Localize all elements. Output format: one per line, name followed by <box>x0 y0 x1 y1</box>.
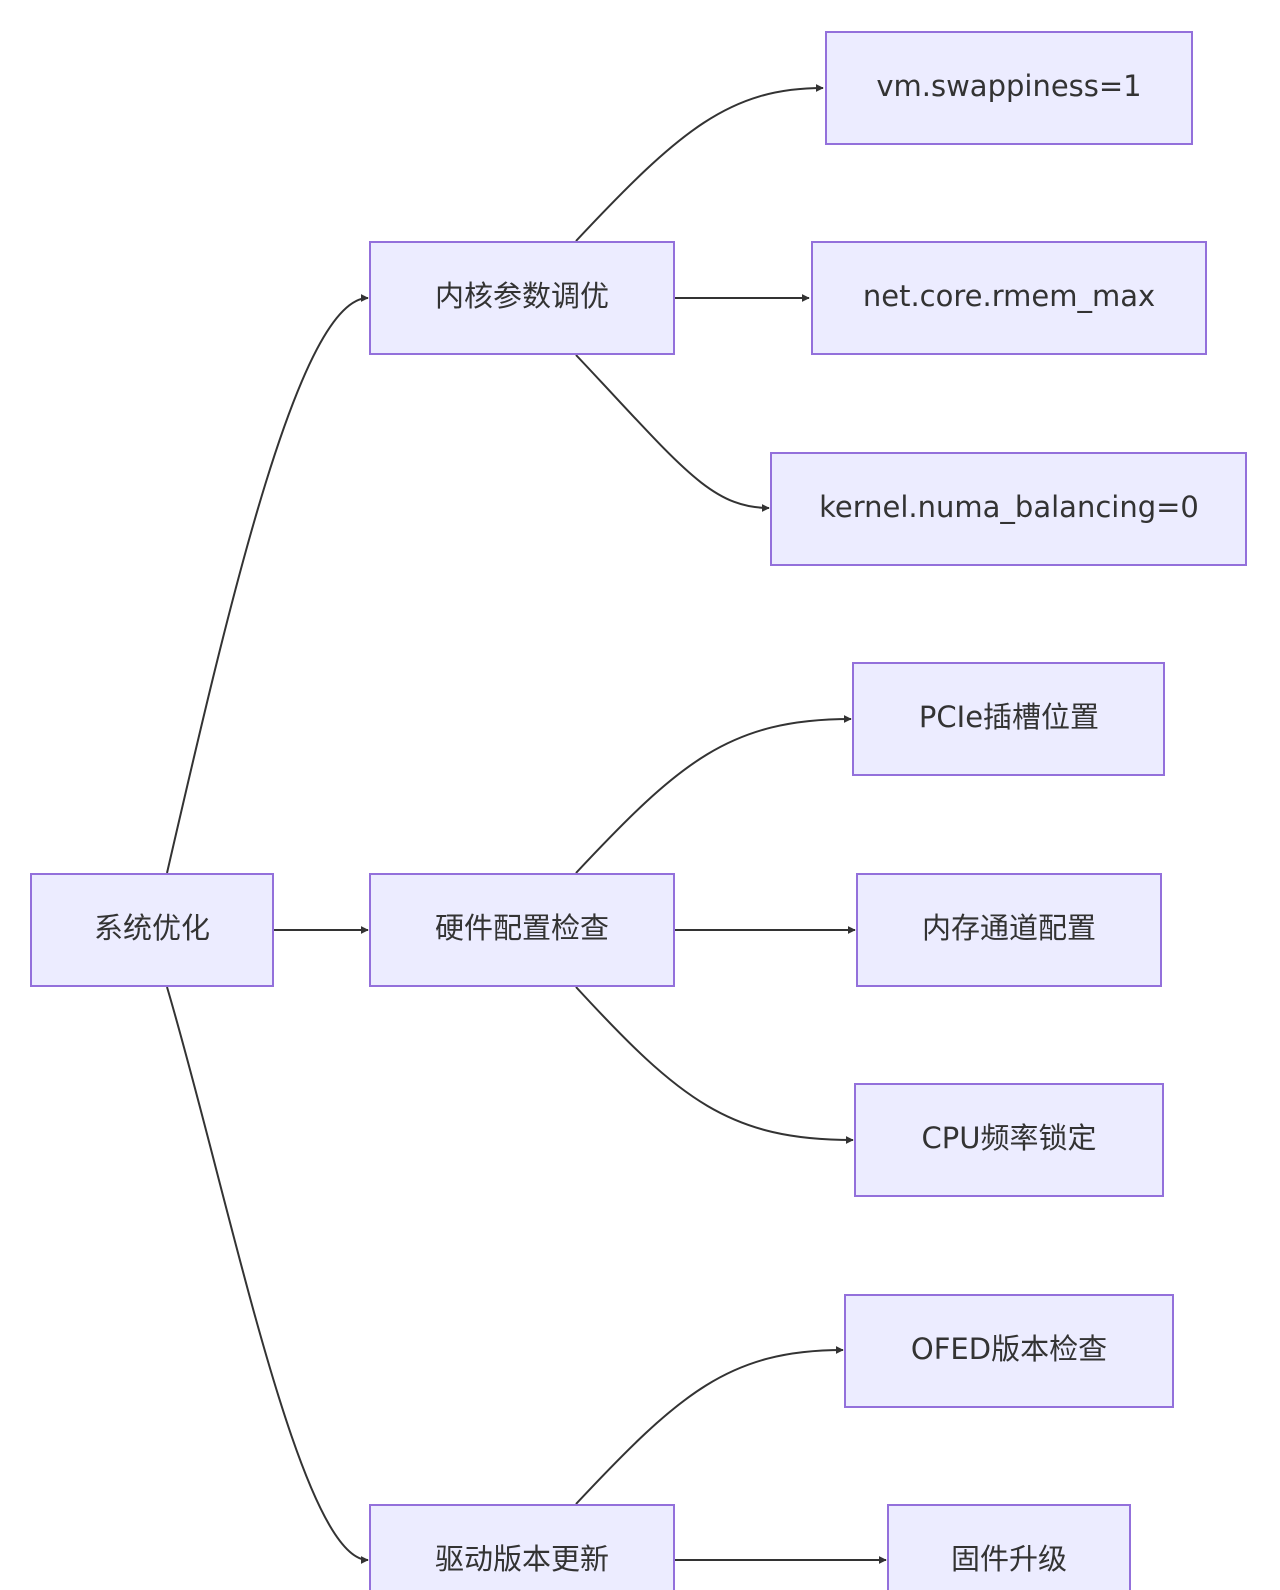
node-root-label: 系统优化 <box>94 911 210 945</box>
edges <box>166 84 887 1564</box>
edge-hardware-to-cpu <box>575 986 854 1144</box>
node-ofed[interactable]: OFED版本检查 <box>844 1294 1174 1408</box>
node-firmware-label: 固件升级 <box>951 1542 1067 1576</box>
edge-driver-to-ofed <box>575 1346 844 1505</box>
node-cpu[interactable]: CPU频率锁定 <box>854 1083 1164 1197</box>
node-pcie[interactable]: PCIe插槽位置 <box>852 662 1165 776</box>
node-numa-label: kernel.numa_balancing=0 <box>819 490 1199 524</box>
node-kernel[interactable]: 内核参数调优 <box>369 241 675 355</box>
edge-hardware-to-pcie <box>575 715 852 874</box>
node-ofed-label: OFED版本检查 <box>911 1332 1107 1366</box>
node-hardware[interactable]: 硬件配置检查 <box>369 873 675 987</box>
node-rmem-label: net.core.rmem_max <box>863 279 1155 313</box>
edge-root-to-kernel <box>166 294 369 874</box>
node-root[interactable]: 系统优化 <box>30 873 274 987</box>
node-memory-label: 内存通道配置 <box>922 911 1096 945</box>
node-driver[interactable]: 驱动版本更新 <box>369 1504 675 1590</box>
edge-kernel-to-numa <box>575 354 770 512</box>
node-swappiness-label: vm.swappiness=1 <box>876 69 1141 103</box>
node-cpu-label: CPU频率锁定 <box>922 1121 1097 1155</box>
edge-root-to-driver <box>166 986 369 1564</box>
edge-kernel-to-swappiness <box>575 84 824 242</box>
node-memory[interactable]: 内存通道配置 <box>856 873 1162 987</box>
node-pcie-label: PCIe插槽位置 <box>919 700 1099 734</box>
node-hardware-label: 硬件配置检查 <box>435 911 609 945</box>
node-kernel-label: 内核参数调优 <box>435 279 609 313</box>
node-rmem[interactable]: net.core.rmem_max <box>811 241 1207 355</box>
node-driver-label: 驱动版本更新 <box>435 1542 609 1576</box>
node-swappiness[interactable]: vm.swappiness=1 <box>825 31 1193 145</box>
node-firmware[interactable]: 固件升级 <box>887 1504 1131 1590</box>
node-numa[interactable]: kernel.numa_balancing=0 <box>770 452 1247 566</box>
